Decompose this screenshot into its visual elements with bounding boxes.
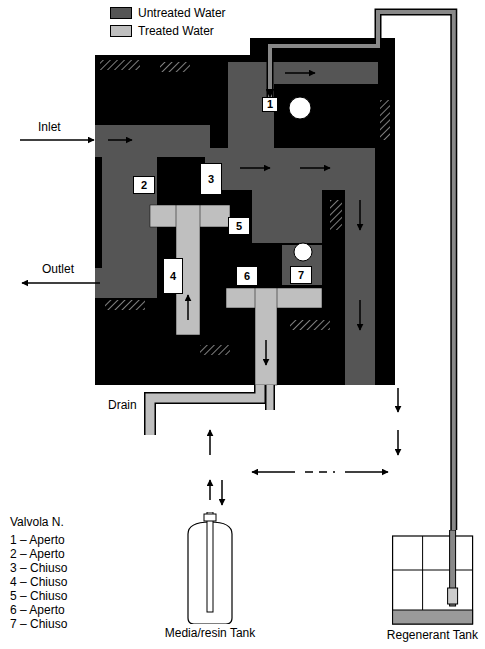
callout-number: 2 bbox=[141, 180, 147, 191]
valve-state: 7 – Chiuso bbox=[10, 617, 67, 631]
tank-label: Regenerant Tank bbox=[387, 628, 478, 642]
valve-box: 1 bbox=[262, 97, 278, 112]
tank-outline bbox=[384, 530, 481, 626]
valve-state: 6 – Aperto bbox=[10, 603, 65, 617]
valve-state: 2 – Aperto bbox=[10, 547, 65, 561]
valve-box: 2 bbox=[133, 176, 155, 194]
valve-box: 5 bbox=[228, 217, 250, 235]
port-label: Outlet bbox=[42, 262, 74, 276]
valve-box: 4 bbox=[163, 258, 183, 294]
drain-pipe bbox=[150, 385, 260, 435]
legend-entry: Untreated Water bbox=[110, 6, 310, 20]
callout-number: 5 bbox=[236, 221, 242, 232]
valve-state: Valvola N. bbox=[10, 515, 64, 529]
drain-pipe bbox=[150, 385, 260, 435]
flow-arrow bbox=[20, 73, 398, 505]
legend-swatch bbox=[110, 7, 132, 19]
tank-label: Media/resin Tank bbox=[165, 626, 256, 640]
valve-state: 4 – Chiuso bbox=[10, 575, 67, 589]
callout-number: 3 bbox=[208, 174, 214, 185]
valve-box: 3 bbox=[200, 163, 222, 195]
check-ball bbox=[289, 97, 311, 119]
callout-number: 1 bbox=[267, 99, 273, 110]
legend-text: Treated Water bbox=[138, 24, 214, 38]
tank-outline bbox=[160, 512, 260, 624]
valve-state: 1 – Aperto bbox=[10, 533, 65, 547]
valve-box: 7 bbox=[290, 266, 312, 284]
port-label: Drain bbox=[108, 398, 137, 412]
legend-swatch bbox=[110, 25, 132, 37]
callout-number: 7 bbox=[298, 270, 304, 281]
valve-state: 5 – Chiuso bbox=[10, 589, 67, 603]
pipe-outline bbox=[270, 12, 454, 530]
brine-line bbox=[270, 12, 454, 530]
tank: Media/resin Tank bbox=[160, 512, 260, 640]
treated-channels bbox=[150, 205, 322, 385]
port-label: Inlet bbox=[38, 120, 61, 134]
untreated-channels bbox=[95, 62, 378, 385]
valve-state: 3 – Chiuso bbox=[10, 561, 67, 575]
tank: Regenerant Tank bbox=[384, 530, 481, 642]
legend-entry: Treated Water bbox=[110, 24, 310, 38]
callout-number: 4 bbox=[170, 271, 176, 282]
valve-box: 6 bbox=[236, 266, 258, 286]
callout-number: 6 bbox=[244, 271, 250, 282]
valve-body bbox=[95, 38, 395, 385]
check-ball bbox=[294, 243, 312, 261]
legend-text: Untreated Water bbox=[138, 6, 226, 20]
